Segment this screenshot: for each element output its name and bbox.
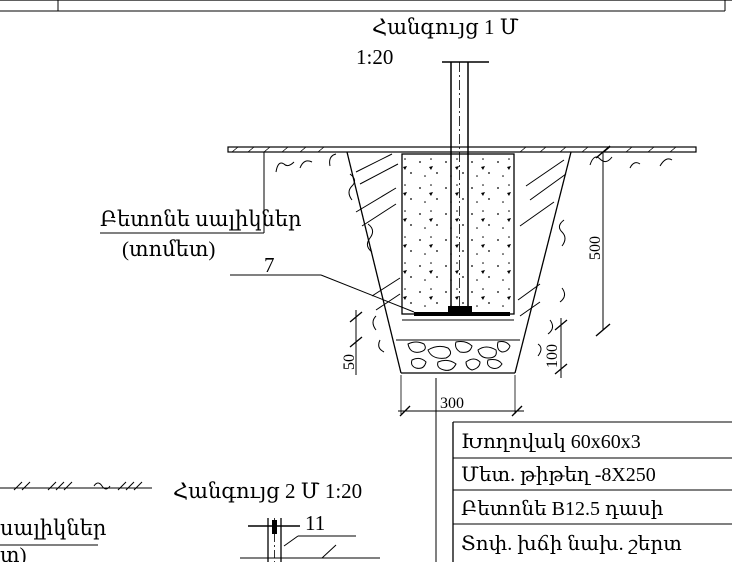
section-2-leader-label-line1: սալիկներ — [0, 516, 106, 540]
section-2-leader-label-line2: տ) — [0, 543, 27, 562]
steel-pipe — [450, 62, 469, 314]
section-1: Հանգույց 1 Մ 1:20 — [100, 15, 697, 562]
spec-table: Խողովակ 60x60x3 Մետ. թիթեղ -8X250 Բետոնե… — [452, 421, 732, 562]
spec-row: Մետ. թիթեղ -8X250 — [461, 464, 656, 486]
callout-7: 7 — [230, 253, 415, 313]
section-2-ground — [0, 481, 152, 491]
sheet-frame — [0, 0, 732, 12]
spec-row: Տոփ. խճի նախ. շերտ — [461, 533, 682, 555]
dimension-50-value: 50 — [341, 354, 358, 370]
excavation-pit — [346, 151, 572, 374]
concrete-foundation — [401, 153, 515, 321]
leader-label-line1: Բետոնե սալիկներ — [100, 207, 302, 231]
callout-7-number: 7 — [264, 253, 275, 277]
dimension-100: 100 — [544, 318, 568, 378]
spec-row: Խողովակ 60x60x3 — [461, 431, 641, 453]
section-1-title: Հանգույց 1 Մ — [372, 15, 519, 39]
dimension-300: 300 — [398, 375, 524, 417]
leader-concrete-slabs: Բետոնե սալիկներ (տոմետ) — [100, 152, 302, 261]
dimension-50: 50 — [341, 310, 363, 375]
rubble-base-layer — [396, 339, 520, 371]
dimension-500: 500 — [587, 145, 611, 337]
section-1-scale: 1:20 — [356, 45, 393, 69]
dimension-100-value: 100 — [544, 344, 561, 368]
section-2-post — [248, 518, 300, 562]
leader-label-line2: (տոմետ) — [122, 237, 215, 261]
ground-surface — [227, 146, 697, 173]
section-2-title: Հանգույց 2 Մ 1:20 — [173, 479, 362, 503]
callout-11-number: 11 — [305, 511, 325, 535]
dimension-300-value: 300 — [440, 395, 464, 412]
base-plate — [414, 312, 510, 316]
dimension-500-value: 500 — [587, 236, 604, 260]
spec-row: Բետոնե B12.5 դասի — [461, 498, 664, 520]
section-2: Հանգույց 2 Մ 1:20 սալիկներ տ) 11 — [0, 479, 380, 562]
callout-11: 11 — [240, 511, 380, 559]
